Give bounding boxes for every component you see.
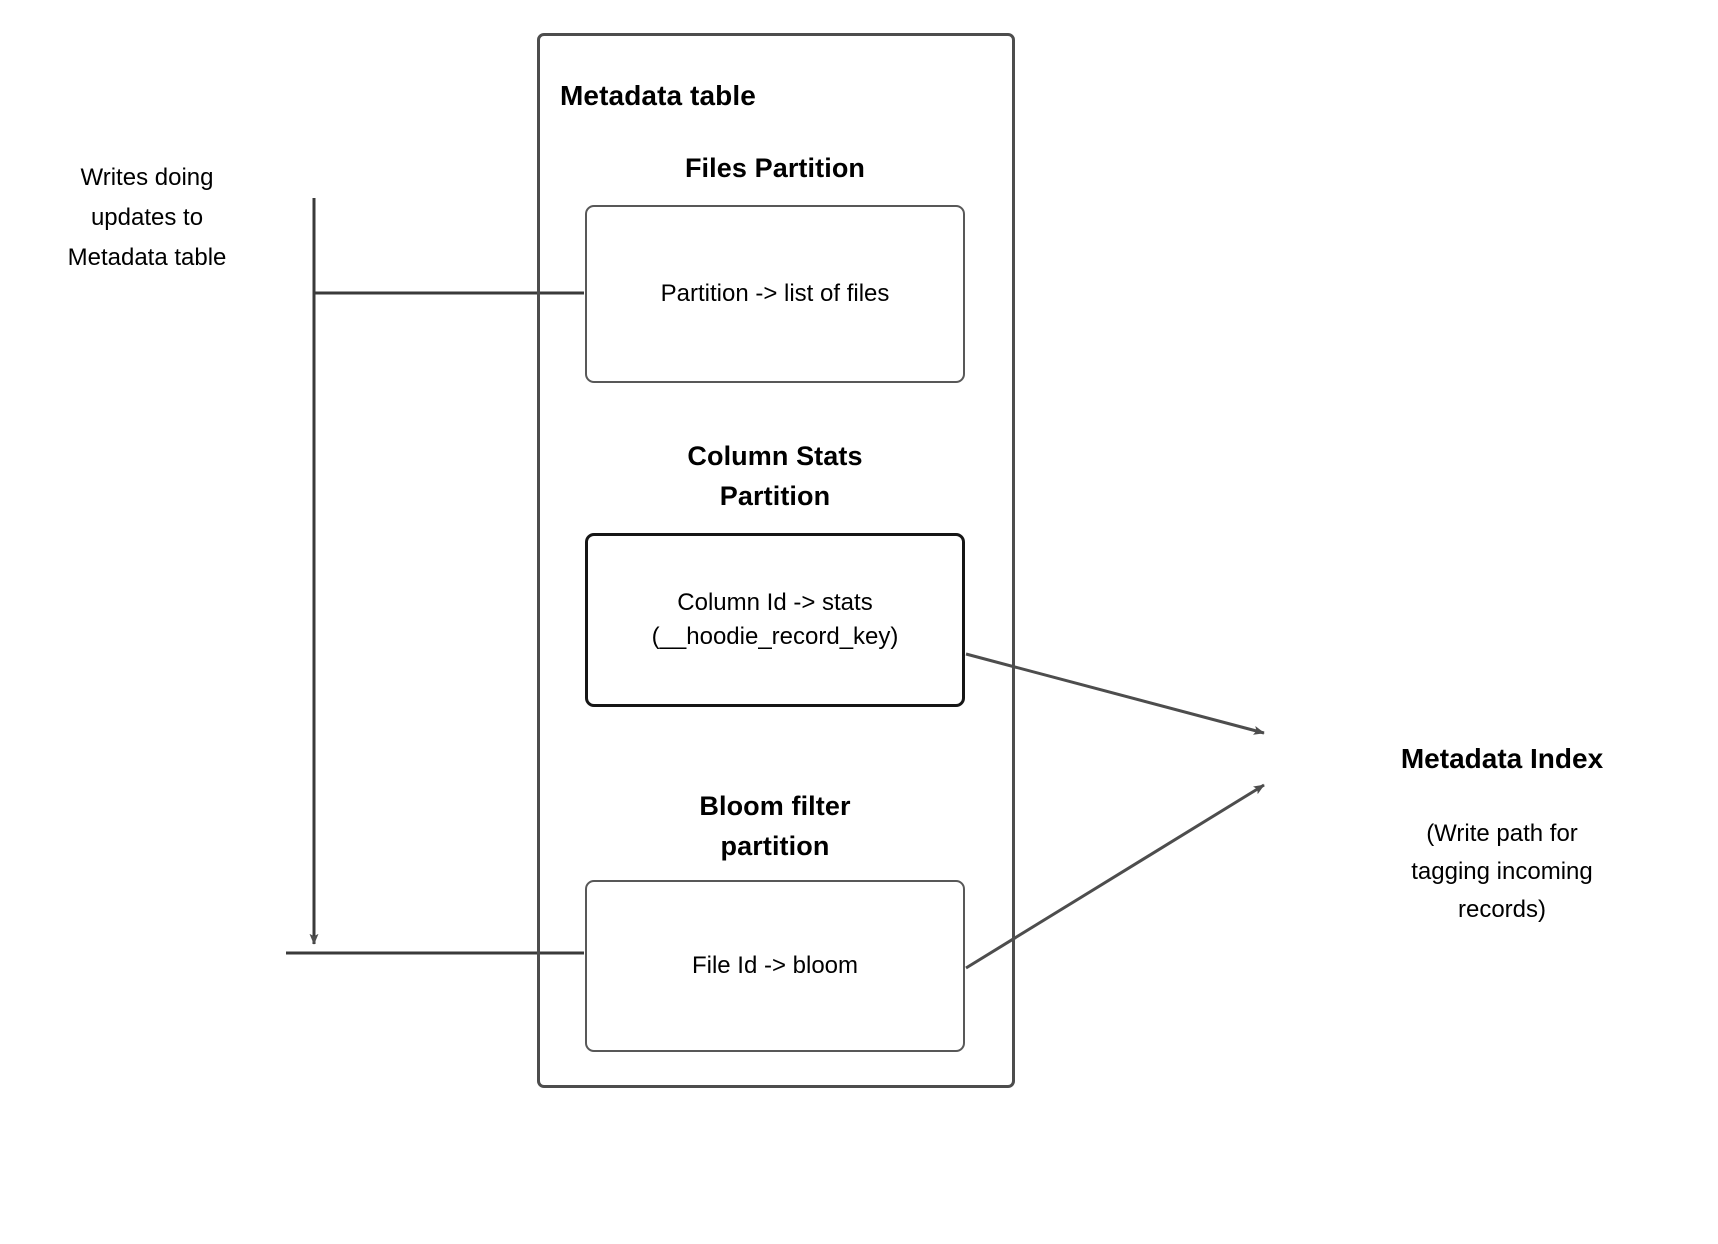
metadata-table-container bbox=[537, 33, 1015, 1088]
bloom-filter-partition-box: File Id -> bloom bbox=[585, 880, 965, 1052]
metadata-index-caption: (Write path for tagging incoming records… bbox=[1411, 820, 1593, 923]
files-partition-box-text: Partition -> list of files bbox=[660, 280, 890, 307]
column-stats-partition-box: Column Id -> stats (__hoodie_record_key) bbox=[585, 533, 965, 707]
bloom-filter-partition-title: Bloom filter partition bbox=[699, 791, 851, 861]
metadata-index-title: Metadata Index bbox=[1400, 743, 1604, 774]
files-partition-box: Partition -> list of files bbox=[585, 205, 965, 383]
column-stats-partition-box-text: Column Id -> stats (__hoodie_record_key) bbox=[651, 589, 899, 650]
writes-updates-annotation: Writes doing updates to Metadata table bbox=[67, 164, 227, 271]
column-stats-partition-title: Column Stats Partition bbox=[687, 441, 863, 511]
files-partition-title: Files Partition bbox=[684, 153, 866, 183]
metadata-table-title: Metadata table bbox=[560, 80, 756, 111]
bloom-filter-partition-box-text: File Id -> bloom bbox=[691, 952, 859, 979]
